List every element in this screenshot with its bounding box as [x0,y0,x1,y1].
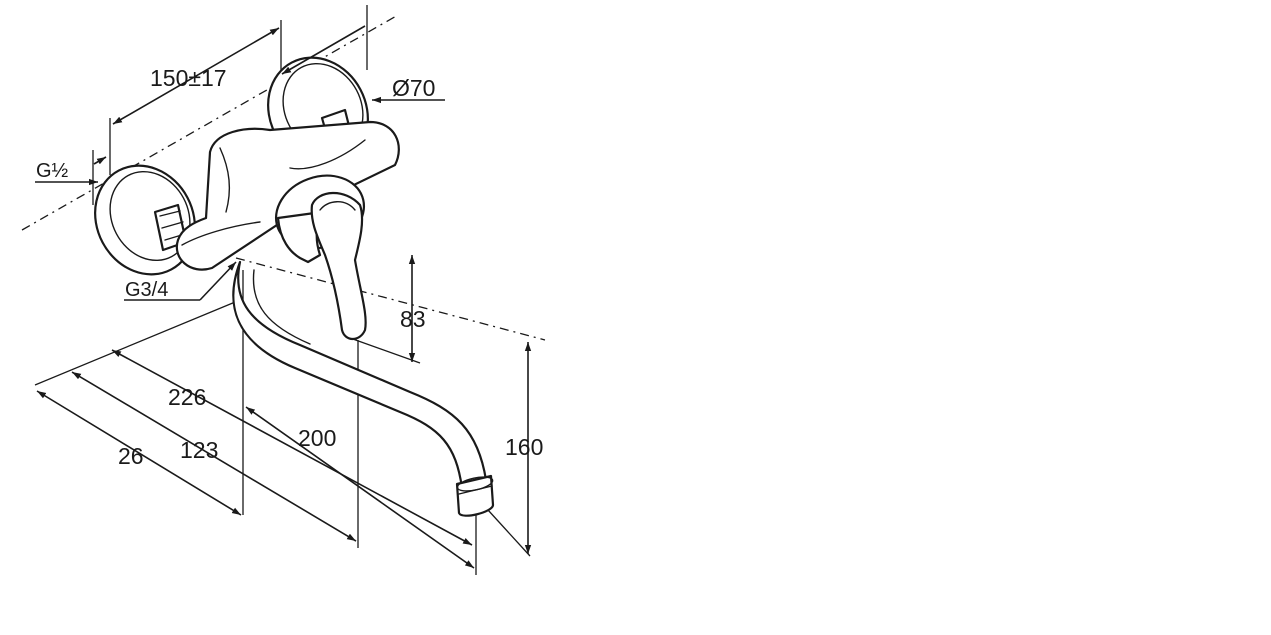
dim-g12-top [93,156,107,165]
label-g12: G½ [36,160,69,182]
dimension-lines [35,25,532,569]
label-200: 200 [298,425,336,451]
dim-g34-arrow [199,261,237,301]
dim-26 [36,390,242,516]
lever-handle [310,191,367,341]
dim-226 [111,349,473,546]
label-26: 26 [118,443,144,469]
dim-o70-top [281,25,366,75]
label-150: 150±17 [150,65,227,91]
dim-150 [112,27,280,125]
dimension-labels: 150±17 Ø70 G½ G3/4 83 160 226 200 123 26 [36,65,543,469]
label-226: 226 [168,384,206,410]
label-160: 160 [505,434,543,460]
label-123: 123 [180,437,218,463]
label-83: 83 [400,306,426,332]
label-o70: Ø70 [392,75,435,101]
left-rosette [94,164,196,276]
label-g34: G3/4 [125,279,168,301]
